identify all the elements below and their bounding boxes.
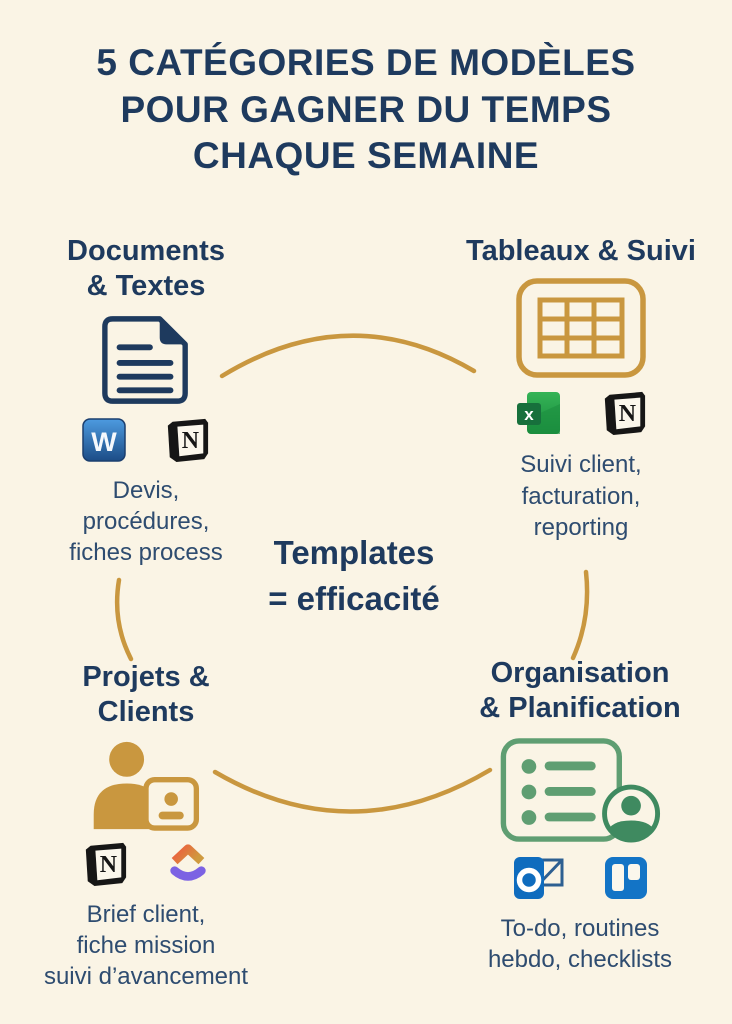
category-organisation-planification: Organisation & Planification bbox=[434, 656, 726, 975]
outlook-icon bbox=[512, 855, 566, 901]
checklist-person-icon bbox=[496, 735, 664, 845]
app-icon-row: x N bbox=[515, 389, 647, 437]
arc-right bbox=[570, 569, 590, 661]
category-caption: Devis, procédures, fiches process bbox=[69, 476, 223, 567]
svg-text:x: x bbox=[524, 405, 534, 424]
svg-text:W: W bbox=[91, 427, 117, 457]
category-heading: Projets & Clients bbox=[82, 661, 210, 729]
clickup-icon bbox=[166, 842, 210, 886]
person-badge-icon bbox=[87, 739, 205, 831]
app-icon-row: N bbox=[82, 841, 210, 887]
word-icon: W bbox=[82, 418, 126, 462]
category-caption: Suivi client, facturation, reporting bbox=[520, 451, 642, 541]
app-icon-row bbox=[512, 855, 648, 901]
document-icon bbox=[90, 313, 202, 407]
svg-text:N: N bbox=[619, 401, 636, 427]
trello-icon bbox=[604, 856, 648, 900]
category-heading: Tableaux & Suivi bbox=[466, 235, 696, 267]
category-tableaux-suivi: Tableaux & Suivi bbox=[440, 234, 722, 543]
app-icon-row: W N bbox=[82, 417, 210, 463]
table-icon bbox=[515, 277, 647, 379]
excel-icon: x bbox=[515, 389, 563, 437]
center-statement: Templates = efficacité bbox=[268, 534, 440, 618]
category-caption: To-do, routines hebdo, checklists bbox=[487, 914, 673, 973]
notion-icon: N bbox=[601, 390, 647, 436]
notion-icon: N bbox=[164, 417, 210, 463]
notion-icon: N bbox=[82, 841, 128, 887]
svg-text:N: N bbox=[100, 852, 117, 878]
category-documents-textes: Documents & Textes bbox=[18, 234, 274, 568]
svg-text:N: N bbox=[182, 428, 199, 454]
category-projets-clients: Projets & Clients N bbox=[18, 660, 274, 992]
category-heading: Organisation & Planification bbox=[479, 657, 681, 725]
category-heading: Documents & Textes bbox=[67, 235, 225, 303]
page-title: 5 CATÉGORIES DE MODÈLES POUR GAGNER DU T… bbox=[96, 42, 636, 177]
category-caption: Brief client, fiche mission suivi d’avan… bbox=[43, 900, 249, 991]
arc-left bbox=[114, 577, 134, 662]
